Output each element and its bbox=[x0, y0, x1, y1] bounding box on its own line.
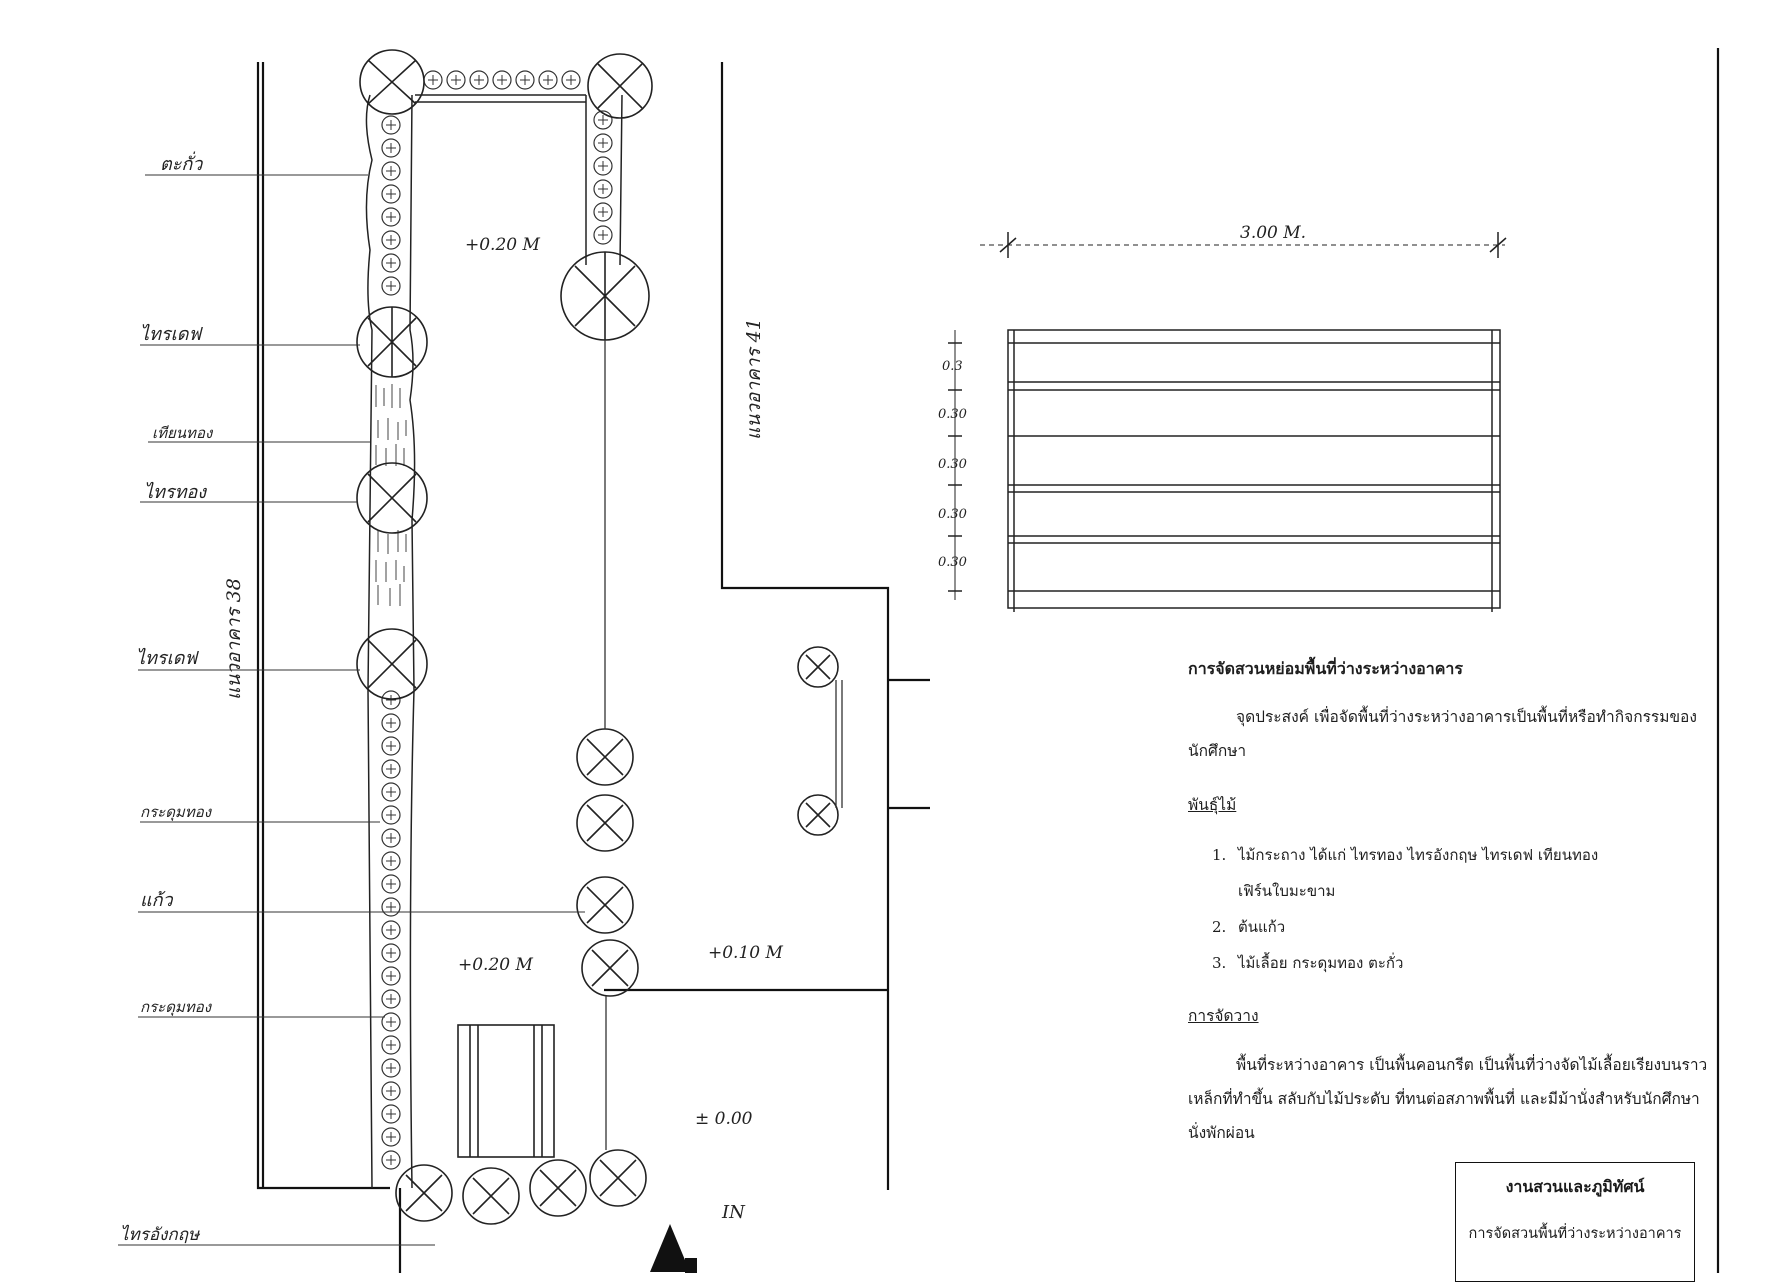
plant-labels: ตะกั่ว ไทรเดฟ เทียนทอง ไทรทอง ไทรเดฟ กระ… bbox=[120, 151, 214, 1245]
label-kradum-thong-1: กระดุมทอง bbox=[140, 803, 213, 821]
building-38-label: แนวอาคาร 38 bbox=[223, 578, 245, 700]
spacing-4: 0.30 bbox=[938, 507, 967, 522]
plants-heading: พันธุ์ไม้ bbox=[1188, 796, 1237, 814]
label-kaew: แก้ว bbox=[140, 890, 174, 911]
label-tri-angkrit: ไทรอังกฤษ bbox=[120, 1224, 201, 1245]
title-block: งานสวนและภูมิทัศน์ การจัดสวนพื้นที่ว่างร… bbox=[1455, 1162, 1695, 1282]
north-label: IN bbox=[721, 1202, 746, 1223]
plant-item-1-cont: เฟิร์นใบมะขาม bbox=[1238, 882, 1336, 900]
building-outlines bbox=[256, 48, 1720, 1273]
plant-item-1: 1.ไม้กระถาง ได้แก่ ไทรทอง ไทรอังกฤษ ไทรเ… bbox=[1212, 846, 1599, 864]
label-tridaep-1: ไทรเดฟ bbox=[140, 323, 203, 345]
shrub-row-left bbox=[381, 115, 401, 1170]
detail-width-label: 3.00 M. bbox=[1240, 223, 1306, 243]
plant-item-3: 3.ไม้เลื้อย กระดุมทอง ตะกั่ว bbox=[1212, 954, 1404, 972]
title-block-subtitle: การจัดสวนพื้นที่ว่างระหว่างอาคาร bbox=[1468, 1226, 1682, 1242]
tree-symbols bbox=[356, 49, 839, 1225]
shrub-row-right bbox=[593, 110, 613, 245]
building-41-label: แนวอาคาร 41 bbox=[743, 318, 765, 440]
rail-lines bbox=[604, 340, 843, 1150]
label-kradum-thong-2: กระดุมทอง bbox=[140, 998, 213, 1016]
label-takua: ตะกั่ว bbox=[160, 151, 203, 175]
groundcover-hatching bbox=[375, 384, 407, 606]
spacing-3: 0.30 bbox=[938, 457, 967, 472]
spacing-2: 0.30 bbox=[938, 407, 967, 422]
layout-heading: การจัดวาง bbox=[1188, 1007, 1259, 1025]
north-arrow bbox=[650, 1224, 697, 1273]
level-middle: +0.20 M bbox=[458, 955, 533, 975]
level-upper: +0.20 M bbox=[465, 235, 540, 255]
plant-item-2: 2.ต้นแก้ว bbox=[1212, 918, 1286, 936]
rail-detail bbox=[948, 232, 1507, 612]
label-leaders bbox=[118, 174, 585, 1246]
spacing-5: 0.30 bbox=[938, 555, 967, 570]
left-planter bbox=[365, 94, 623, 1189]
spacing-1: 0.3 bbox=[942, 359, 963, 374]
level-right: +0.10 M bbox=[708, 943, 783, 963]
bench bbox=[457, 1024, 555, 1158]
notes-purpose: จุดประสงค์ เพื่อจัดพื้นที่ว่างระหว่างอาค… bbox=[1188, 708, 1697, 760]
title-block-title: งานสวนและภูมิทัศน์ bbox=[1505, 1177, 1645, 1196]
label-trithong: ไทรทอง bbox=[144, 481, 207, 503]
shrub-row-top bbox=[423, 70, 581, 90]
layout-text: พื้นที่ระหว่างอาคาร เป็นพื้นคอนกรีต เป็น… bbox=[1188, 1056, 1708, 1142]
level-ground: ± 0.00 bbox=[695, 1109, 753, 1129]
detail-spacings: 0.3 0.30 0.30 0.30 0.30 bbox=[938, 359, 967, 570]
label-thian-thong: เทียนทอง bbox=[152, 424, 214, 442]
notes-title: การจัดสวนหย่อมพื้นที่ว่างระหว่างอาคาร bbox=[1188, 659, 1463, 678]
label-tridaep-2: ไทรเดฟ bbox=[136, 647, 199, 669]
